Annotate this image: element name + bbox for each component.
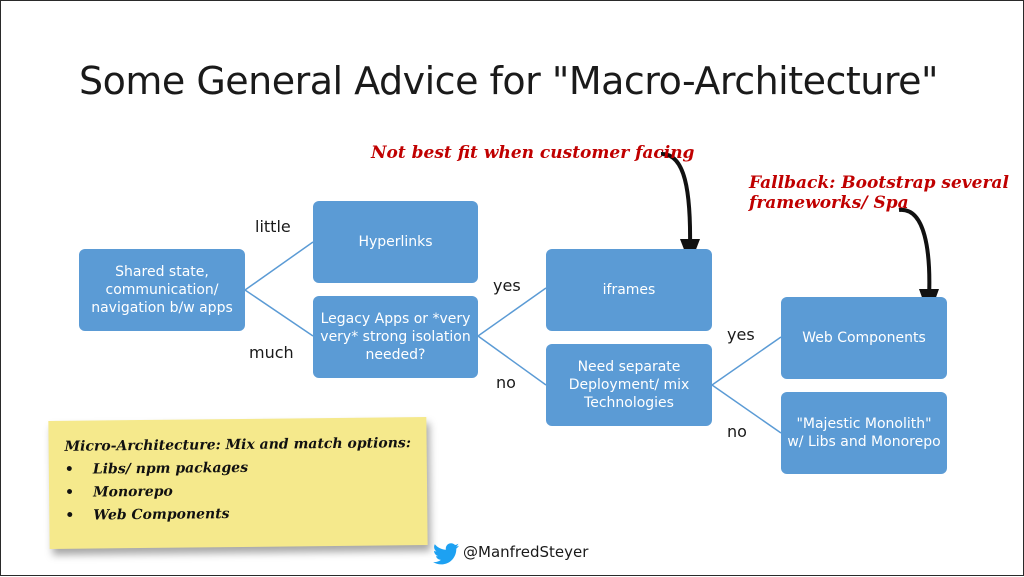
note-customer-facing: Not best fit when customer facing [371, 143, 695, 163]
note-fallback-line2: frameworks/ Spa [749, 193, 909, 214]
label-little: little [255, 217, 291, 236]
sticky-note: Micro-Architecture: Mix and match option… [48, 417, 428, 549]
sticky-note-item: • Libs/ npm packages [65, 457, 248, 482]
label-yes-webcomponents: yes [727, 325, 755, 344]
sticky-note-item: • Web Components [65, 503, 248, 528]
sticky-note-title: Micro-Architecture: Mix and match option… [64, 435, 412, 455]
box-majestic-monolith: "Majestic Monolith" w/ Libs and Monorepo [781, 392, 947, 474]
connector-legacy-deployment [477, 335, 547, 386]
connector-legacy-iframes [477, 287, 547, 337]
bullet-marker: • [64, 461, 74, 478]
box-shared-state: Shared state, communication/ navigation … [79, 249, 245, 331]
connector-deployment-monolith [711, 384, 782, 434]
note-fallback: Fallback: Bootstrap several frameworks/ … [749, 173, 1009, 214]
sticky-note-item-text: Libs/ npm packages [92, 459, 249, 478]
label-yes-iframes: yes [493, 276, 521, 295]
sticky-note-item-text: Monorepo [93, 483, 173, 501]
label-no-monolith: no [727, 422, 747, 441]
twitter-bird-icon [433, 543, 459, 565]
box-web-components: Web Components [781, 297, 947, 379]
label-much: much [249, 343, 294, 362]
slide-title: Some General Advice for "Macro-Architect… [79, 59, 939, 103]
box-iframes: iframes [546, 249, 712, 331]
sticky-note-item: • Monorepo [65, 480, 248, 505]
connector-shared-hyperlinks [244, 241, 314, 291]
connector-shared-legacy [244, 289, 314, 337]
sticky-note-item-text: Web Components [93, 506, 230, 524]
bullet-marker: • [65, 484, 75, 501]
box-hyperlinks: Hyperlinks [313, 201, 478, 283]
note-fallback-line1: Fallback: Bootstrap several [749, 173, 1009, 193]
label-no-deployment: no [496, 373, 516, 392]
box-legacy-apps: Legacy Apps or *very very* strong isolat… [313, 296, 478, 378]
connector-deployment-webcomponents [711, 336, 782, 386]
sticky-note-list: • Libs/ npm packages • Monorepo • Web Compo… [65, 457, 249, 528]
twitter-handle: @ManfredSteyer [463, 543, 589, 561]
bullet-marker: • [65, 507, 75, 524]
box-separate-deployment: Need separate Deployment/ mix Technologi… [546, 344, 712, 426]
